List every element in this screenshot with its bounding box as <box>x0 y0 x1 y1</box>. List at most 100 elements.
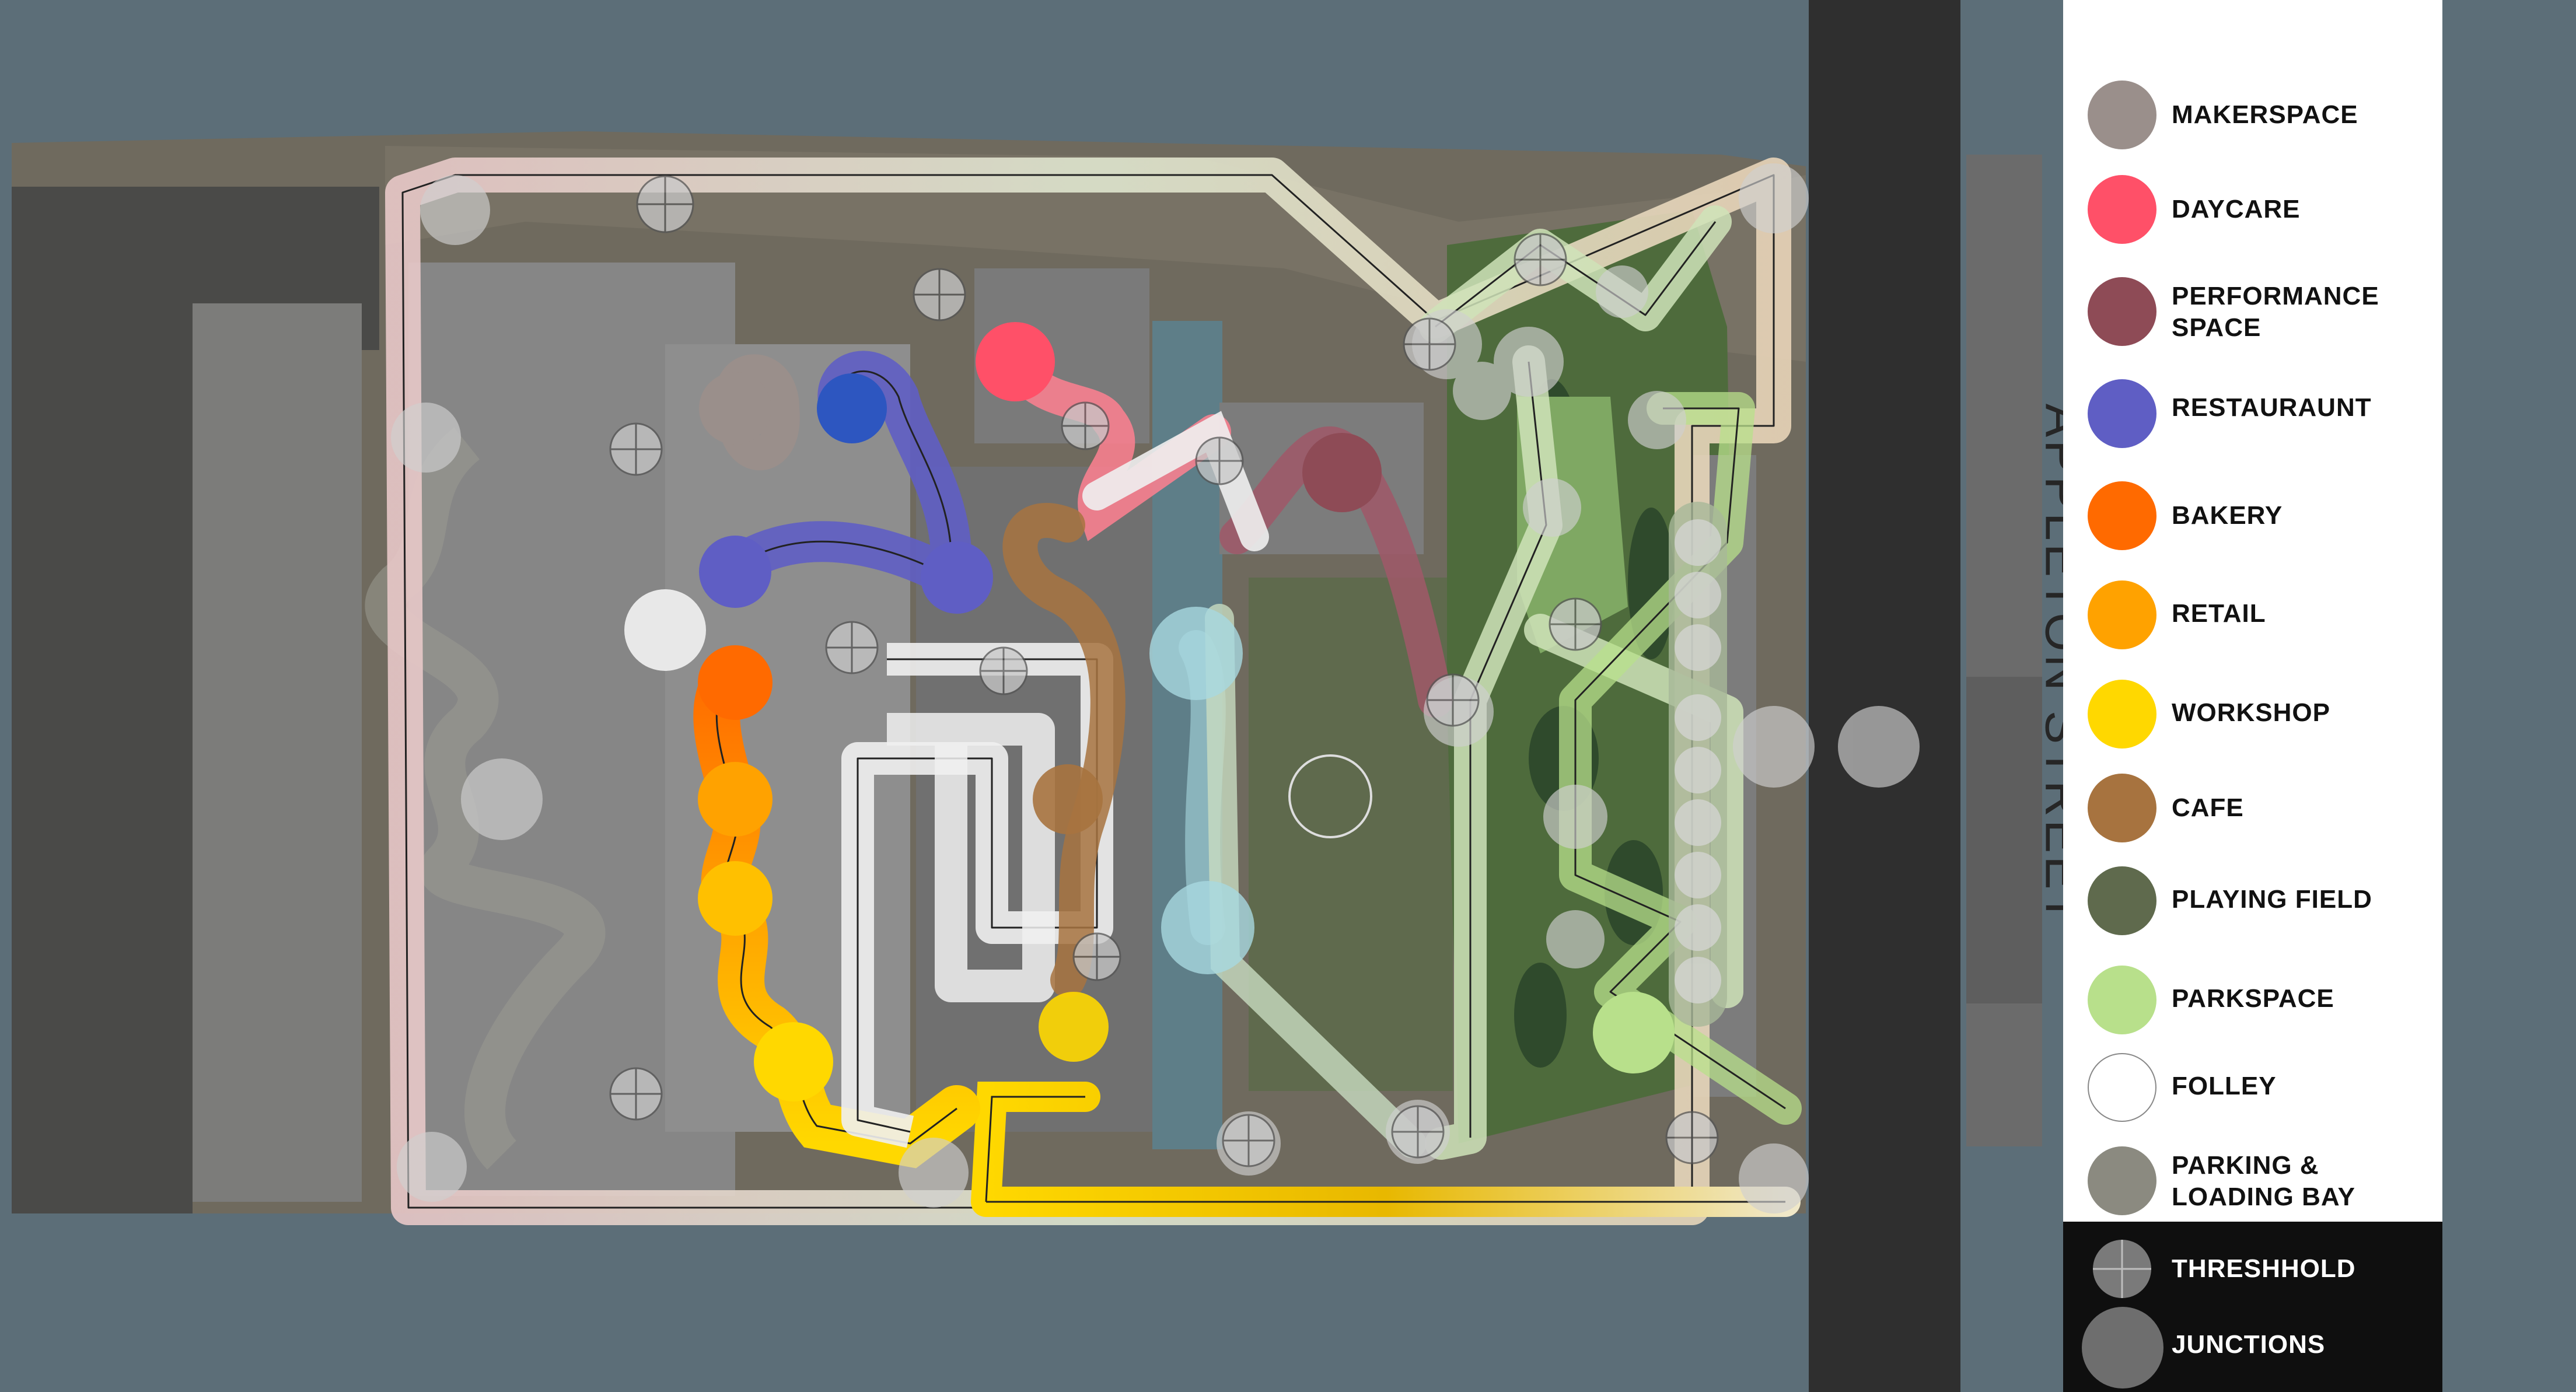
restaurant-node-2 <box>699 536 771 608</box>
performance-node <box>1302 433 1382 512</box>
parkspace-node <box>1593 992 1675 1073</box>
workshop-node-2 <box>1039 992 1109 1062</box>
legend-item-bakery: BAKERY <box>2063 481 2442 551</box>
threshold-crosshair-icon <box>1403 317 1456 371</box>
channel-node-2 <box>1161 881 1254 974</box>
makerspace-node <box>699 372 771 445</box>
junction <box>461 758 543 840</box>
legend-label: PARKSPACE <box>2172 984 2334 1013</box>
junction <box>1838 706 1920 788</box>
legend-label: PERFORMANCE SPACE <box>2172 282 2379 342</box>
legend-label: CAFE <box>2172 793 2244 822</box>
legend-markers-panel: THRESHHOLD JUNCTIONS <box>2063 1222 2442 1392</box>
junction <box>1494 327 1564 397</box>
junction <box>1596 265 1648 318</box>
threshold-crosshair-icon <box>1195 436 1244 485</box>
legend-item-cafe: CAFE <box>2063 774 2442 844</box>
junction <box>1739 163 1809 233</box>
junction <box>397 1132 467 1202</box>
makerspace-circle-icon <box>2088 81 2156 149</box>
site-map <box>12 0 2042 1392</box>
threshold-crosshair-icon <box>1665 1111 1719 1164</box>
threshold-crosshair-icon <box>636 175 694 233</box>
legend-item-parking-loading-bay: PARKING & LOADING BAY <box>2063 1146 2442 1216</box>
legend-label: DAYCARE <box>2172 195 2301 223</box>
restaurant-circle-icon <box>2088 379 2156 448</box>
threshold-crosshair-icon <box>1426 673 1480 727</box>
legend-label: RESTAURAUNT <box>2172 393 2372 422</box>
legend-label: PLAYING FIELD <box>2172 885 2372 914</box>
cafe-circle-icon <box>2088 774 2156 842</box>
legend-label: WORKSHOP <box>2172 698 2330 727</box>
workshop-node-1 <box>754 1022 833 1101</box>
junction <box>1543 785 1607 849</box>
restaurant-node-3 <box>921 541 993 614</box>
threshold-crosshair-icon <box>1514 233 1567 286</box>
folley-route-2 <box>887 713 1055 1002</box>
parking-loading-circle-icon <box>2088 1146 2156 1215</box>
legend-label: THRESHHOLD <box>2172 1254 2356 1283</box>
west-building-mid <box>193 303 362 1202</box>
playing-field-circle-icon <box>2088 866 2156 935</box>
retail-node-1 <box>698 762 773 837</box>
junction <box>1628 391 1686 449</box>
legend-label: RETAIL <box>2172 599 2266 628</box>
junction <box>1546 910 1605 968</box>
folley-route-3 <box>1082 411 1269 551</box>
legend-label: FOLLEY <box>2172 1072 2277 1100</box>
park-column-dots <box>1675 519 1721 1003</box>
workshop-circle-icon <box>2088 680 2156 749</box>
bakery-circle-icon <box>2088 481 2156 550</box>
threshold-crosshair-icon <box>825 621 879 674</box>
bakery-node <box>698 645 773 720</box>
channel-node-1 <box>1149 607 1243 700</box>
junction <box>420 175 490 245</box>
legend-label: BAKERY <box>2172 501 2283 530</box>
threshold-crosshair-icon <box>1391 1105 1445 1159</box>
legend-item-playing-field: PLAYING FIELD <box>2063 866 2442 936</box>
threshold-crosshair-icon <box>1549 597 1602 651</box>
east-building <box>1966 677 2042 1003</box>
threshold-crosshair-icon <box>609 422 663 476</box>
junction <box>1523 478 1581 537</box>
retail-circle-icon <box>2088 580 2156 649</box>
appleton-street <box>1809 0 1960 1392</box>
legend-item-folley: FOLLEY <box>2063 1053 2442 1123</box>
parkspace-circle-icon <box>2088 966 2156 1034</box>
junction <box>899 1138 969 1208</box>
junction <box>391 403 461 473</box>
folley-circle-icon <box>2088 1053 2156 1122</box>
legend-label: PARKING & LOADING BAY <box>2172 1151 2355 1211</box>
folley-node-1 <box>624 589 706 671</box>
legend-item-restaurant: RESTAURAUNT <box>2063 379 2442 449</box>
junction-circle-icon <box>2082 1307 2163 1388</box>
performance-space-circle-icon <box>2088 277 2156 346</box>
threshold-crosshair-icon <box>1061 401 1110 450</box>
legend-item-performance-space: PERFORMANCE SPACE <box>2063 277 2442 347</box>
retail-node-2 <box>698 861 773 936</box>
legend-item-makerspace: MAKERSPACE <box>2063 81 2442 151</box>
cafe-route <box>1002 503 1126 998</box>
threshold-markers <box>609 175 1719 1167</box>
legend-item-threshold: THRESHHOLD <box>2063 1237 2442 1307</box>
legend-item-retail: RETAIL <box>2063 580 2442 650</box>
legend-label: JUNCTIONS <box>2172 1330 2326 1359</box>
threshold-crosshair-icon <box>1222 1114 1275 1167</box>
threshold-crosshair-icon <box>2093 1240 2151 1298</box>
junction <box>1453 362 1511 420</box>
daycare-circle-icon <box>2088 175 2156 244</box>
threshold-crosshair-icon <box>979 646 1028 695</box>
junction <box>1739 1143 1809 1213</box>
legend-item-workshop: WORKSHOP <box>2063 680 2442 750</box>
legend-item-daycare: DAYCARE <box>2063 175 2442 245</box>
daycare-node <box>976 322 1055 401</box>
restaurant-node-1 <box>817 373 887 443</box>
legend-item-junctions: JUNCTIONS <box>2063 1307 2442 1388</box>
legend-panel: MAKERSPACE DAYCARE PERFORMANCE SPACE RES… <box>2063 0 2442 1222</box>
threshold-crosshair-icon <box>609 1067 663 1121</box>
threshold-crosshair-icon <box>913 268 966 321</box>
playing-field-center-circle <box>1288 754 1372 838</box>
park-tree-5 <box>1514 963 1567 1068</box>
legend-item-parkspace: PARKSPACE <box>2063 966 2442 1036</box>
junction <box>1733 706 1815 788</box>
